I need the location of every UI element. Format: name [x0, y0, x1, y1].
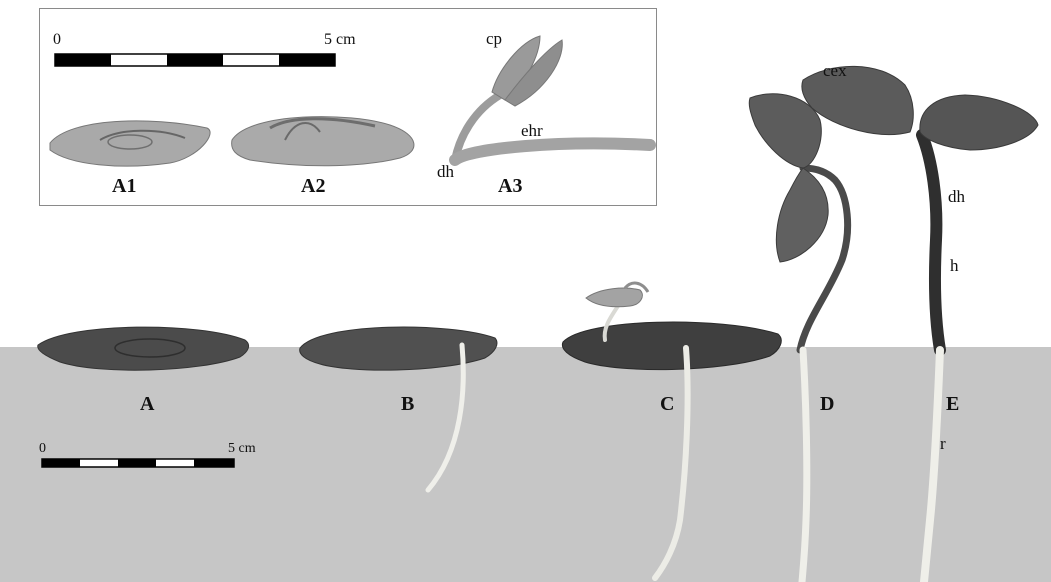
annotation-r: r [940, 435, 946, 452]
main-scale-bar [42, 459, 234, 467]
inset-stage-label-a2: A2 [301, 176, 325, 196]
stage-label-a: A [140, 394, 154, 414]
inset-seed-a2 [232, 117, 414, 166]
annotation-h: h [950, 257, 959, 274]
inset-annotation-dh: dh [437, 163, 454, 180]
stage-label-e: E [946, 394, 959, 414]
seed-stage-b [300, 327, 497, 490]
main-scale-start: 0 [39, 442, 46, 456]
inset-annotation-cp: cp [486, 30, 502, 47]
inset-scale-bar [55, 54, 335, 66]
annotation-dh: dh [948, 188, 965, 205]
seed-stage-a [38, 327, 249, 370]
stage-label-c: C [660, 394, 674, 414]
inset-seedling-a3 [455, 36, 650, 160]
inset-scale-start: 0 [53, 32, 61, 48]
inset-stage-label-a3: A3 [498, 176, 522, 196]
inset-annotation-ehr: ehr [521, 122, 543, 139]
stage-label-b: B [401, 394, 414, 414]
inset-scale-end: 5 cm [324, 32, 356, 48]
inset-seed-a1 [50, 121, 210, 166]
seed-stage-c [562, 283, 781, 578]
annotation-cex: cex [823, 62, 847, 79]
main-scale-end: 5 cm [228, 442, 256, 456]
seedling-stage-e [802, 66, 1038, 582]
inset-stage-label-a1: A1 [112, 176, 136, 196]
stage-label-d: D [820, 394, 834, 414]
